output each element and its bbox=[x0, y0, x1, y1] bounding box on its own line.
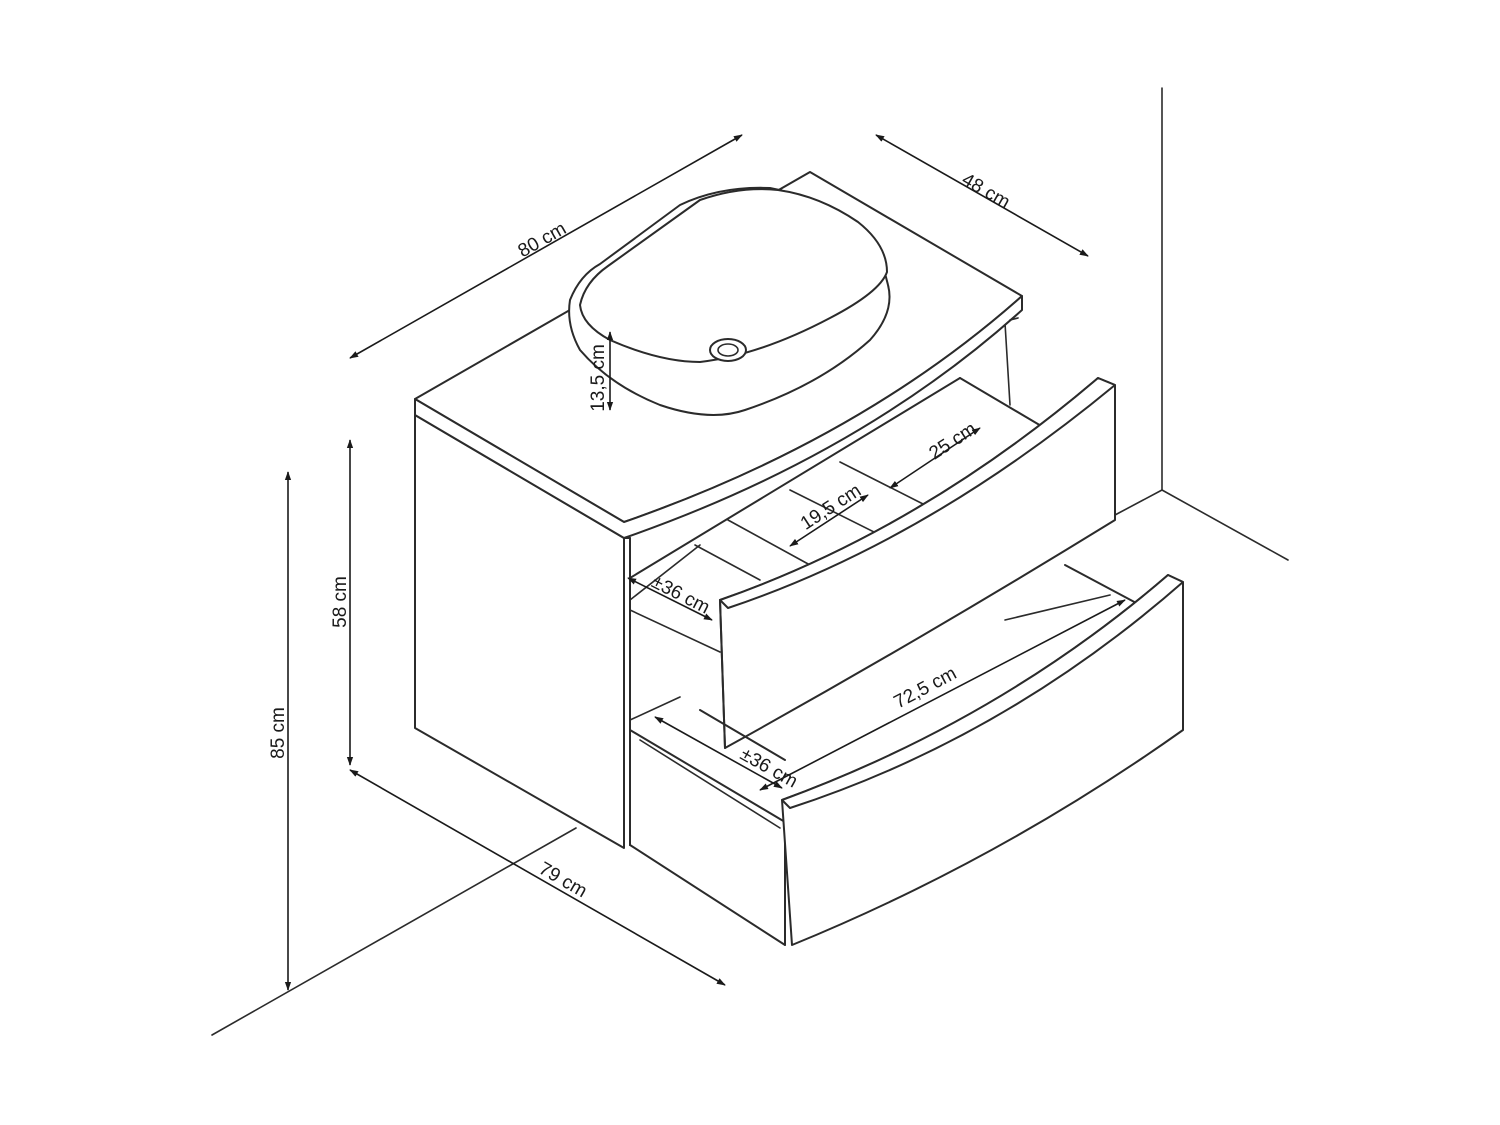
dimension-lines bbox=[284, 134, 1126, 991]
label-lower-drawer-width: 72,5 cm bbox=[891, 663, 961, 713]
label-basin-height: 13,5 cm bbox=[588, 344, 609, 412]
label-upper-drawer-side: ±36 cm bbox=[648, 572, 713, 619]
label-cabinet-width: 79 cm bbox=[535, 858, 590, 902]
label-drawer-divider: 19,5 cm bbox=[797, 480, 865, 534]
label-drawer-depth: 25 cm bbox=[926, 418, 981, 464]
label-width-top: 80 cm bbox=[515, 218, 570, 262]
label-total-height: 85 cm bbox=[268, 707, 289, 759]
label-depth-top: 48 cm bbox=[958, 169, 1013, 213]
label-cabinet-height: 58 cm bbox=[330, 576, 351, 628]
